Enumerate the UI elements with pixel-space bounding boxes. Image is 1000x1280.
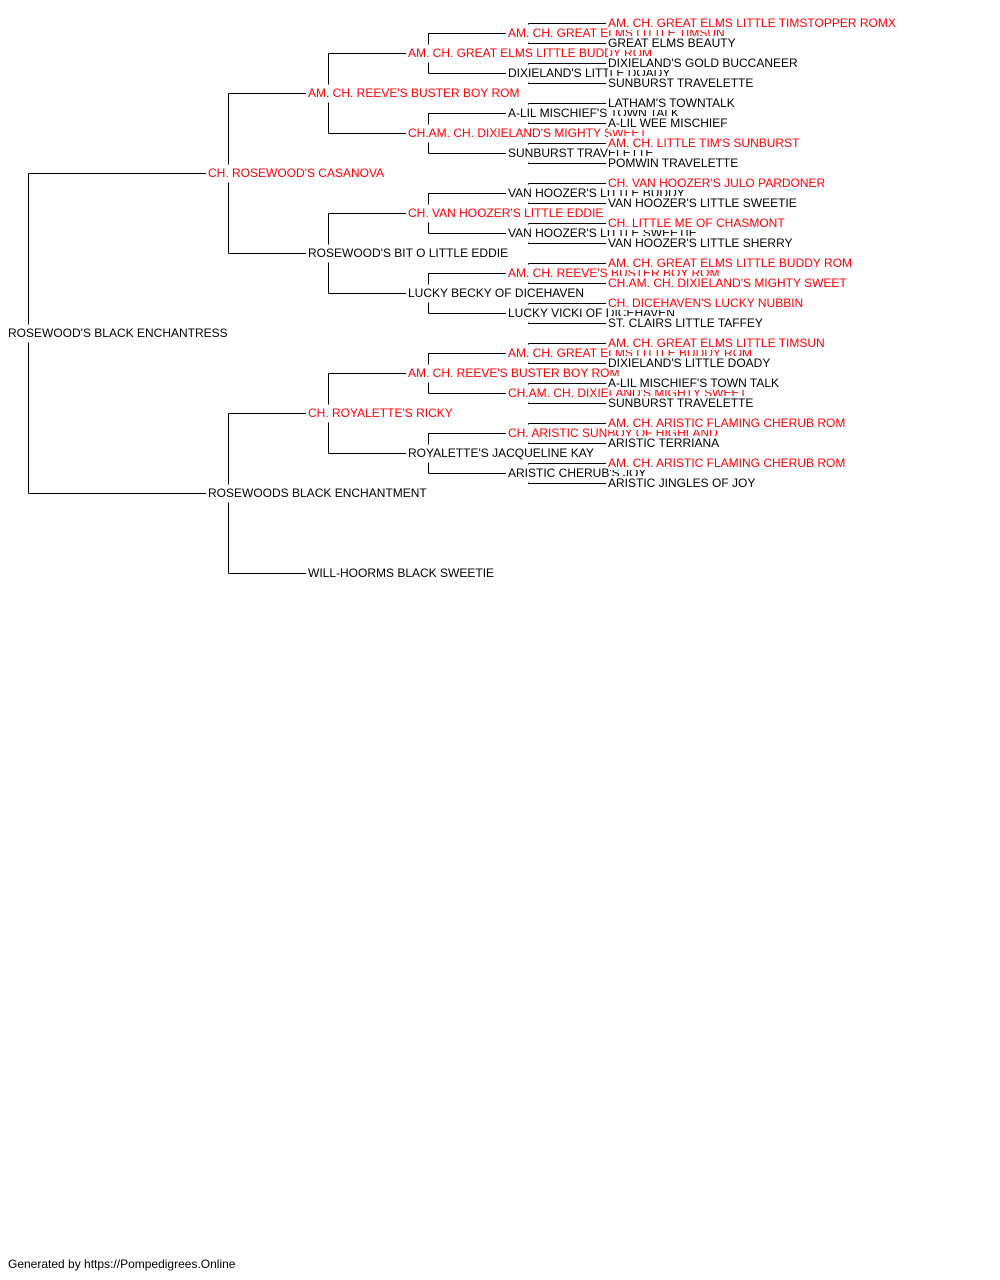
ancestor-sire-dam-dam-name: LUCKY BECKY OF DICEHAVEN <box>408 286 587 300</box>
footer-credit: Generated by https://Pompedigrees.Online <box>8 1257 236 1271</box>
ancestor-sire-sire-dam-name: CH.AM. CH. DIXIELAND'S MIGHTY SWEET <box>408 126 649 140</box>
ancestor-sire-sire-dam-sire-dam-name: A-LIL WEE MISCHIEF <box>608 116 730 130</box>
ancestor-sire-dam-dam-sire-dam-name: CH.AM. CH. DIXIELAND'S MIGHTY SWEET <box>608 276 849 290</box>
ancestor-sire-dam-sire-name: CH. VAN HOOZER'S LITTLE EDDIE <box>408 206 606 220</box>
ancestor-dam-sire-sire-sire-sire-name: AM. CH. GREAT ELMS LITTLE TIMSUN <box>608 336 827 350</box>
ancestor-sire-dam-name: ROSEWOOD'S BIT O LITTLE EDDIE <box>308 246 511 260</box>
ancestor-dam-sire-dam-dam-sire-name: AM. CH. ARISTIC FLAMING CHERUB ROM <box>608 456 848 470</box>
ancestor-dam-sire-sire-sire-dam-name: DIXIELAND'S LITTLE DOADY <box>608 356 773 370</box>
ancestor-sire-sire-sire-dam-sire-name: DIXIELAND'S GOLD BUCCANEER <box>608 56 800 70</box>
subject-dog-name: ROSEWOOD'S BLACK ENCHANTRESS <box>8 326 230 340</box>
ancestor-sire-dam-sire-sire-dam-name: VAN HOOZER'S LITTLE SWEETIE <box>608 196 799 210</box>
ancestor-sire-name: CH. ROSEWOOD'S CASANOVA <box>208 166 387 180</box>
ancestor-dam-sire-name: CH. ROYALETTE'S RICKY <box>308 406 455 420</box>
ancestor-dam-sire-dam-dam-dam-name: ARISTIC JINGLES OF JOY <box>608 476 758 490</box>
ancestor-dam-name: ROSEWOODS BLACK ENCHANTMENT <box>208 486 429 500</box>
ancestor-sire-dam-dam-dam-dam-name: ST. CLAIRS LITTLE TAFFEY <box>608 316 765 330</box>
ancestor-sire-sire-sire-dam-dam-name: SUNBURST TRAVELETTE <box>608 76 756 90</box>
ancestor-sire-sire-dam-dam-sire-name: AM. CH. LITTLE TIM'S SUNBURST <box>608 136 802 150</box>
ancestor-sire-sire-sire-sire-sire-name: AM. CH. GREAT ELMS LITTLE TIMSTOPPER ROM… <box>608 16 898 30</box>
ancestor-sire-sire-name: AM. CH. REEVE'S BUSTER BOY ROM <box>308 86 522 100</box>
ancestor-dam-sire-dam-name: ROYALETTE'S JACQUELINE KAY <box>408 446 596 460</box>
ancestor-dam-dam-name: WILL-HOORMS BLACK SWEETIE <box>308 566 497 580</box>
ancestor-dam-sire-dam-sire-dam-name: ARISTIC TERRIANA <box>608 436 722 450</box>
ancestor-sire-sire-sire-name: AM. CH. GREAT ELMS LITTLE BUDDY ROM <box>408 46 655 60</box>
ancestor-sire-dam-sire-sire-sire-name: CH. VAN HOOZER'S JULO PARDONER <box>608 176 828 190</box>
ancestor-sire-dam-sire-dam-dam-name: VAN HOOZER'S LITTLE SHERRY <box>608 236 795 250</box>
ancestor-sire-sire-sire-sire-dam-name: GREAT ELMS BEAUTY <box>608 36 738 50</box>
ancestor-dam-sire-sire-dam-sire-name: A-LIL MISCHIEF'S TOWN TALK <box>608 376 781 390</box>
ancestor-dam-sire-sire-dam-dam-name: SUNBURST TRAVELETTE <box>608 396 756 410</box>
ancestor-sire-dam-dam-dam-sire-name: CH. DICEHAVEN'S LUCKY NUBBIN <box>608 296 806 310</box>
ancestor-sire-sire-dam-sire-sire-name: LATHAM'S TOWNTALK <box>608 96 737 110</box>
ancestor-dam-sire-sire-name: AM. CH. REEVE'S BUSTER BOY ROM <box>408 366 622 380</box>
ancestor-dam-sire-dam-sire-sire-name: AM. CH. ARISTIC FLAMING CHERUB ROM <box>608 416 848 430</box>
ancestor-sire-dam-sire-dam-sire-name: CH. LITTLE ME OF CHASMONT <box>608 216 787 230</box>
ancestor-sire-sire-dam-dam-dam-name: POMWIN TRAVELETTE <box>608 156 741 170</box>
ancestor-sire-dam-dam-sire-sire-name: AM. CH. GREAT ELMS LITTLE BUDDY ROM <box>608 256 855 270</box>
